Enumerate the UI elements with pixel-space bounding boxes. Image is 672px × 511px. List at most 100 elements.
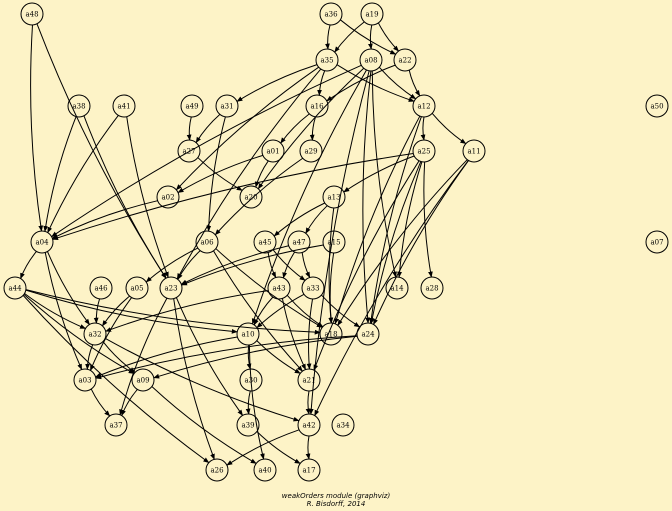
- node-a28-label: a28: [425, 285, 438, 293]
- node-a43: a43: [267, 276, 291, 300]
- node-a48: a48: [20, 2, 44, 26]
- edge-a23-a26: [173, 298, 215, 460]
- node-a06-label: a06: [200, 239, 214, 247]
- node-a10: a10: [236, 322, 260, 346]
- node-a36-circle: [319, 2, 343, 26]
- node-a26: a26: [205, 458, 229, 482]
- node-a05-label: a05: [130, 285, 143, 293]
- edge-a10-a21: [256, 340, 301, 374]
- edge-a13-a47: [305, 205, 328, 234]
- node-a34: a34: [331, 413, 355, 437]
- edge-a25-a24: [369, 161, 422, 325]
- node-a17: a17: [297, 458, 321, 482]
- edge-a33-a24: [321, 294, 361, 328]
- edge-a24-a09: [153, 335, 358, 379]
- node-a12-label: a12: [417, 103, 430, 111]
- node-a32-label: a32: [88, 331, 101, 339]
- node-a06-circle: [195, 230, 219, 254]
- edge-a03-a37: [90, 388, 111, 417]
- edge-a47-a23: [180, 245, 289, 285]
- node-a34-circle: [331, 413, 355, 437]
- node-a35: a35: [315, 48, 339, 72]
- edge-a35-a31: [236, 64, 318, 102]
- edge-a36-a22: [340, 19, 397, 55]
- node-a43-label: a43: [272, 285, 285, 293]
- node-a44-circle: [3, 276, 27, 300]
- node-a40-circle: [253, 458, 277, 482]
- edge-a47-a33: [301, 252, 311, 279]
- node-a16-circle: [305, 94, 329, 118]
- node-a07-label: a07: [650, 239, 663, 247]
- node-a38-label: a38: [72, 103, 85, 111]
- node-a10-circle: [236, 322, 260, 346]
- node-a19-label: a19: [365, 11, 378, 19]
- node-a31-circle: [215, 94, 239, 118]
- edge-a43-a32: [105, 290, 269, 332]
- edge-a39-a17: [256, 431, 301, 464]
- edge-a16-a29: [309, 116, 317, 141]
- node-a49: a49: [180, 94, 204, 118]
- node-a16-label: a16: [310, 103, 324, 111]
- edge-a02-a04: [51, 200, 158, 239]
- node-a36: a36: [319, 2, 343, 26]
- caption-author: R. Bisdorff, 2014: [306, 500, 366, 508]
- node-a21-label: a21: [302, 377, 315, 385]
- edge-a29-a06: [214, 157, 304, 236]
- node-a39-label: a39: [241, 422, 254, 430]
- node-a41-label: a41: [117, 103, 130, 111]
- edge-a31-a27: [195, 114, 221, 144]
- node-a32: a32: [83, 322, 107, 346]
- edge-a45-a33: [272, 249, 306, 281]
- edge-a19-a22: [377, 22, 400, 52]
- node-a13: a13: [322, 185, 346, 209]
- node-a09-circle: [131, 368, 155, 392]
- node-a49-label: a49: [185, 103, 198, 111]
- edge-a19-a35: [334, 21, 365, 53]
- node-a19-circle: [360, 2, 384, 26]
- node-a37-circle: [104, 413, 128, 437]
- node-a03-label: a03: [78, 377, 91, 385]
- edge-a42-a17: [305, 435, 311, 460]
- node-a39: a39: [236, 413, 260, 437]
- node-a13-label: a13: [327, 194, 340, 202]
- edge-a15-a23: [181, 244, 324, 286]
- node-a24-label: a24: [361, 331, 375, 339]
- edge-a04-a32: [47, 251, 90, 325]
- node-a12-circle: [412, 94, 436, 118]
- node-a03: a03: [73, 368, 97, 392]
- node-a26-circle: [205, 458, 229, 482]
- edge-a30-a39: [245, 390, 251, 415]
- node-a02-circle: [156, 185, 180, 209]
- node-a14-circle: [385, 276, 409, 300]
- node-a05-circle: [125, 276, 149, 300]
- edge-a15-a18: [328, 252, 335, 324]
- edge-a41-a23: [126, 116, 169, 278]
- edge-a08-a20: [257, 67, 365, 190]
- node-a04-circle: [30, 230, 54, 254]
- edge-a09-a40: [151, 386, 257, 464]
- node-a25-label: a25: [417, 148, 430, 156]
- edge-a42-a26: [226, 429, 300, 466]
- node-a19: a19: [360, 2, 384, 26]
- node-a37: a37: [104, 413, 128, 437]
- node-a16: a16: [305, 94, 329, 118]
- node-a24-circle: [356, 322, 380, 346]
- edge-a19-a08: [368, 24, 373, 50]
- node-a32-circle: [83, 322, 107, 346]
- node-a31: a31: [215, 94, 239, 118]
- edge-a12-a24: [368, 116, 422, 324]
- edge-a27-a20: [197, 157, 243, 191]
- caption-title: weakOrders module (graphviz): [281, 492, 391, 500]
- node-a39-circle: [236, 413, 260, 437]
- node-a47-label: a47: [292, 239, 305, 247]
- node-a42: a42: [297, 413, 321, 437]
- node-a50: a50: [645, 94, 669, 118]
- edge-a01-a02: [177, 154, 264, 194]
- node-a44-label: a44: [8, 285, 22, 293]
- edge-a25-a04: [52, 153, 414, 241]
- node-a20: a20: [239, 185, 263, 209]
- edge-a04-a44: [20, 251, 37, 280]
- edge-a11-a24: [373, 160, 469, 326]
- node-a01-label: a01: [266, 148, 279, 156]
